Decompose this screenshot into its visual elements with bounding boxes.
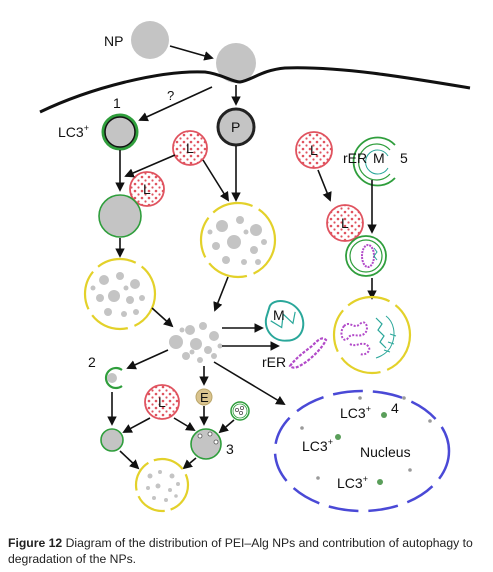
l2-label: L: [143, 181, 151, 197]
arrow-l4-down: [317, 169, 332, 202]
mitophagosome: [345, 235, 387, 277]
mitochondrion: [264, 300, 305, 342]
amphisome: [190, 428, 222, 460]
lc3-label-nuc-2: LC3+: [302, 437, 333, 454]
caption-text: Diagram of the distribution of PEI–Alg N…: [8, 536, 473, 566]
path2-number: 2: [88, 354, 96, 370]
lc3-inner-ring: [104, 116, 136, 148]
rer-label: rER: [262, 354, 286, 370]
arrow-small-to-final: [119, 450, 140, 470]
cell-membrane: [39, 66, 471, 114]
l4-label: L: [310, 142, 318, 158]
lc3-label-nuc-3: LC3+: [337, 474, 368, 491]
np-label: NP: [104, 33, 123, 49]
lysosome-l3: [144, 384, 180, 420]
arrow-l1-left: [124, 154, 176, 178]
np-particle: [131, 21, 169, 59]
arrow-to-lc3: [138, 86, 213, 122]
mito-label: M: [273, 307, 285, 323]
nuclear-np-dots: [300, 396, 432, 480]
released-np-cluster: [169, 322, 223, 363]
lc3-label-1: LC3+: [58, 123, 89, 140]
nuclear-lc3-dot-2: [335, 434, 341, 440]
path5-number: 5: [400, 150, 408, 166]
l1-label: L: [186, 140, 194, 156]
np-entry-arrow: [169, 45, 214, 61]
rer-top-label: rER: [343, 150, 367, 166]
endosome: [195, 388, 213, 406]
arrow-left-vesicle-to-cluster: [151, 307, 174, 328]
arrow-small-vesicle: [218, 419, 235, 434]
question-mark: ?: [167, 88, 174, 103]
degrading-vesicle-left: [83, 257, 157, 331]
arrow-l3-left: [122, 417, 151, 433]
lysosome-l5: [326, 204, 364, 242]
phagosome: [216, 107, 256, 147]
autophagosome-small: [100, 428, 124, 452]
l3-label: L: [158, 394, 166, 410]
rer-mitochondria-complex: [352, 136, 396, 187]
l5-label: L: [341, 215, 349, 231]
lysosome-l2: [129, 171, 165, 207]
nucleus-label: Nucleus: [360, 444, 411, 460]
small-autophagic-vesicle: [230, 401, 250, 421]
m-top-label: M: [373, 150, 385, 166]
caption-label: Figure 12: [8, 536, 63, 550]
arrow-amphisome-to-final: [182, 457, 197, 470]
final-degrading-vesicle: [134, 457, 190, 513]
path4-number: 4: [391, 400, 399, 416]
phagophore: [104, 366, 123, 390]
lc3-positive-np: [101, 113, 139, 151]
degrading-organelle-vesicle: [332, 295, 412, 375]
autophagy-diagram: NP 1 ? LC3+ P L L: [39, 21, 471, 513]
p-label: P: [231, 119, 240, 135]
e-label: E: [200, 390, 209, 405]
path1-number: 1: [113, 95, 121, 111]
lysosome-l4: [295, 131, 333, 169]
lysosome-l1: [172, 130, 208, 166]
arrow-cluster-to-path2: [126, 349, 169, 370]
arrow-right-vesicle-to-cluster: [213, 276, 229, 312]
nucleus-envelope: [273, 389, 451, 513]
arrow-cluster-to-nucleus: [213, 361, 286, 405]
rough-er: [288, 337, 328, 369]
arrow-l1-right: [202, 159, 230, 202]
degrading-vesicle-right: [199, 201, 277, 279]
lc3-label-nuc-1: LC3+: [340, 404, 371, 421]
autolysosome: [98, 194, 142, 238]
arrow-l3-right: [173, 417, 196, 431]
nuclear-lc3-dot-1: [381, 412, 387, 418]
path3-number: 3: [226, 441, 234, 457]
phagophore-np: [107, 373, 117, 383]
nuclear-lc3-dot-3: [377, 479, 383, 485]
figure-caption: Figure 12 Diagram of the distribution of…: [8, 535, 488, 567]
entering-np: [216, 43, 256, 83]
